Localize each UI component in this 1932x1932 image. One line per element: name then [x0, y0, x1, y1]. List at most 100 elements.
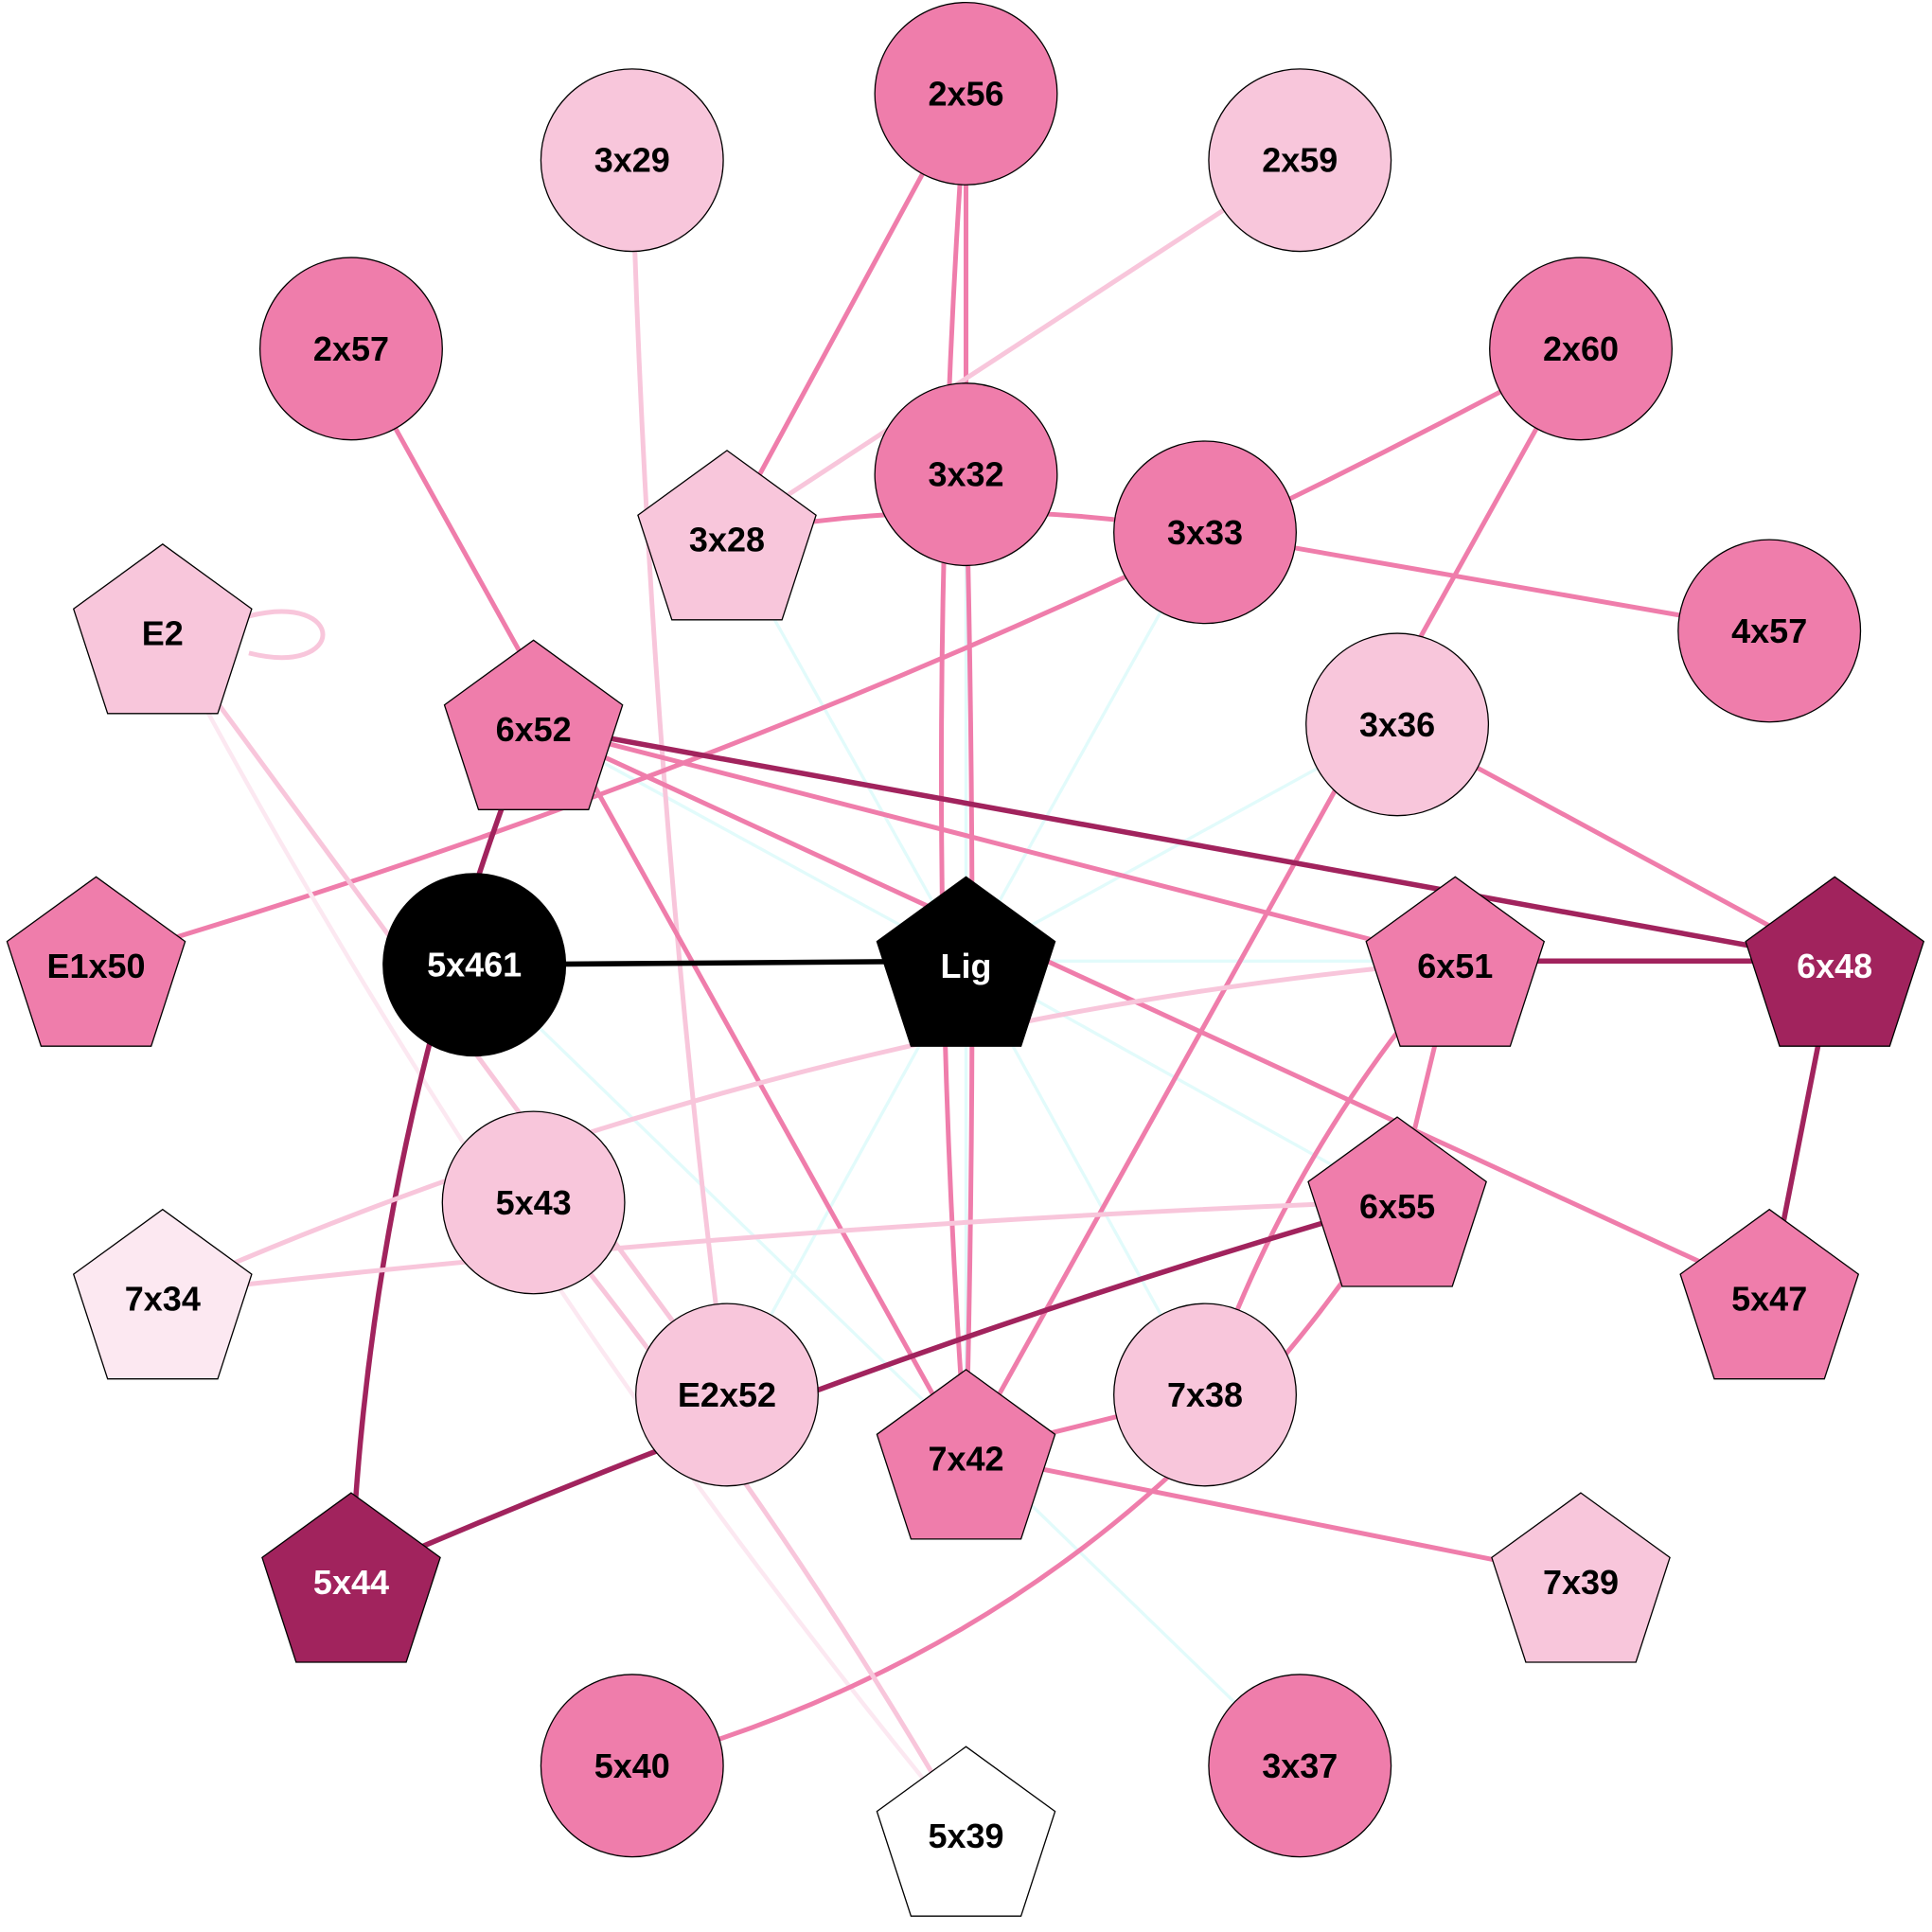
node-2x57-label: 2x57: [313, 329, 389, 368]
edge-6x52-5x44: [348, 723, 537, 1578]
node-5x47-label: 5x47: [1731, 1279, 1807, 1318]
node-3x28-label: 3x28: [689, 521, 765, 559]
node-Lig-pentagon: [876, 876, 1056, 1047]
node-2x56-label: 2x56: [928, 74, 1003, 113]
node-2x60-circle: [1489, 257, 1674, 441]
node-5x39: 5x39: [876, 1746, 1056, 1917]
node-2x57: 2x57: [258, 257, 443, 441]
node-6x52-label: 6x52: [496, 710, 572, 749]
node-E2-pentagon: [72, 542, 253, 715]
node-3x29: 3x29: [540, 68, 724, 253]
node-4x57-label: 4x57: [1731, 612, 1807, 650]
node-6x51-label: 6x51: [1417, 947, 1493, 985]
node-3x37: 3x37: [1208, 1674, 1392, 1858]
node-E2x52: E2x52: [635, 1303, 819, 1487]
node-3x36: 3x36: [1305, 632, 1490, 817]
edge-2x59-3x28: [725, 158, 1302, 538]
edge-6x52-6x48: [533, 721, 1835, 965]
node-4x57-circle: [1677, 539, 1862, 723]
edge-2x56-7x42: [938, 93, 968, 1455]
node-7x38-label: 7x38: [1167, 1375, 1243, 1414]
node-7x42-pentagon: [876, 1369, 1056, 1540]
node-5x47-pentagon: [1679, 1208, 1860, 1380]
node-6x48-pentagon: [1745, 876, 1925, 1047]
node-6x55: 6x55: [1307, 1116, 1487, 1287]
node-2x59-circle: [1208, 68, 1392, 253]
node-5x40-label: 5x40: [594, 1746, 670, 1785]
node-6x51-pentagon: [1365, 876, 1546, 1047]
node-3x36-circle: [1305, 632, 1490, 817]
node-6x48-label: 6x48: [1797, 947, 1872, 985]
node-7x39-pentagon: [1491, 1492, 1671, 1663]
node-E2: E2: [72, 542, 253, 715]
edge-E2-E2: [248, 609, 326, 661]
node-4x57: 4x57: [1677, 539, 1862, 723]
node-3x28: 3x28: [637, 450, 817, 621]
edge-6x55-5x40: [631, 1199, 1400, 1768]
node-6x55-pentagon: [1307, 1116, 1487, 1287]
node-5x44-pentagon: [261, 1492, 441, 1663]
node-7x38: 7x38: [1113, 1303, 1297, 1487]
node-7x34: 7x34: [72, 1208, 253, 1380]
node-7x34-pentagon: [72, 1208, 253, 1380]
node-5x43: 5x43: [441, 1110, 626, 1295]
node-3x33-circle: [1113, 440, 1297, 625]
node-5x39-label: 5x39: [928, 1817, 1003, 1855]
node-5x47: 5x47: [1679, 1208, 1860, 1380]
edge-3x29-E2x52: [629, 160, 730, 1395]
node-3x33: 3x33: [1113, 440, 1297, 625]
node-5x43-label: 5x43: [496, 1183, 572, 1222]
edge-2x60-E1x50: [95, 346, 1583, 964]
node-E1x50: E1x50: [6, 876, 186, 1047]
node-5x44-label: 5x44: [313, 1563, 389, 1602]
edge-6x52-5x47: [532, 722, 1771, 1297]
node-2x56: 2x56: [874, 1, 1058, 186]
node-3x37-label: 3x37: [1262, 1746, 1338, 1785]
node-5x40: 5x40: [540, 1674, 724, 1858]
node-7x42: 7x42: [876, 1369, 1056, 1540]
node-6x55-label: 6x55: [1359, 1187, 1435, 1226]
node-7x42-label: 7x42: [928, 1440, 1003, 1479]
node-2x60-label: 2x60: [1543, 329, 1619, 368]
node-Lig: Lig: [876, 876, 1056, 1047]
node-3x32: 3x32: [874, 382, 1058, 567]
node-E2-label: E2: [142, 614, 184, 653]
node-E1x50-pentagon: [6, 876, 186, 1047]
node-5x40-circle: [540, 1674, 724, 1858]
node-5x39-pentagon: [876, 1746, 1056, 1917]
node-6x51: 6x51: [1365, 876, 1546, 1047]
edge-6x55-7x34: [162, 1198, 1398, 1297]
node-7x34-label: 7x34: [125, 1279, 201, 1318]
node-5x461: 5x461: [382, 873, 567, 1057]
node-2x56-circle: [874, 1, 1058, 186]
node-2x59-label: 2x59: [1262, 141, 1338, 180]
node-3x37-circle: [1208, 1674, 1392, 1858]
node-6x52-pentagon: [443, 639, 624, 810]
node-7x39-label: 7x39: [1543, 1563, 1619, 1602]
node-E2x52-label: E2x52: [678, 1375, 776, 1414]
edge-7x42-7x39: [966, 1451, 1582, 1580]
node-E1x50-label: E1x50: [46, 947, 145, 985]
node-6x52: 6x52: [443, 639, 624, 810]
node-3x29-circle: [540, 68, 724, 253]
node-6x48: 6x48: [1745, 876, 1925, 1047]
node-2x60: 2x60: [1489, 257, 1674, 441]
edge-6x52-6x51: [532, 721, 1456, 964]
node-5x43-circle: [441, 1110, 626, 1295]
node-5x461-circle: [382, 873, 567, 1057]
node-3x33-label: 3x33: [1167, 513, 1243, 552]
node-Lig-label: Lig: [941, 947, 992, 985]
node-3x36-label: 3x36: [1359, 705, 1435, 744]
node-2x59: 2x59: [1208, 68, 1392, 253]
node-3x32-circle: [874, 382, 1058, 567]
edge-5x43-5x39: [531, 1200, 968, 1833]
node-2x57-circle: [258, 257, 443, 441]
edge-2x57-7x42: [348, 347, 968, 1456]
node-5x44: 5x44: [261, 1492, 441, 1663]
node-5x461-label: 5x461: [427, 946, 522, 984]
node-3x32-label: 3x32: [928, 455, 1003, 494]
node-7x38-circle: [1113, 1303, 1297, 1487]
edge-2x60-7x42: [964, 347, 1584, 1456]
